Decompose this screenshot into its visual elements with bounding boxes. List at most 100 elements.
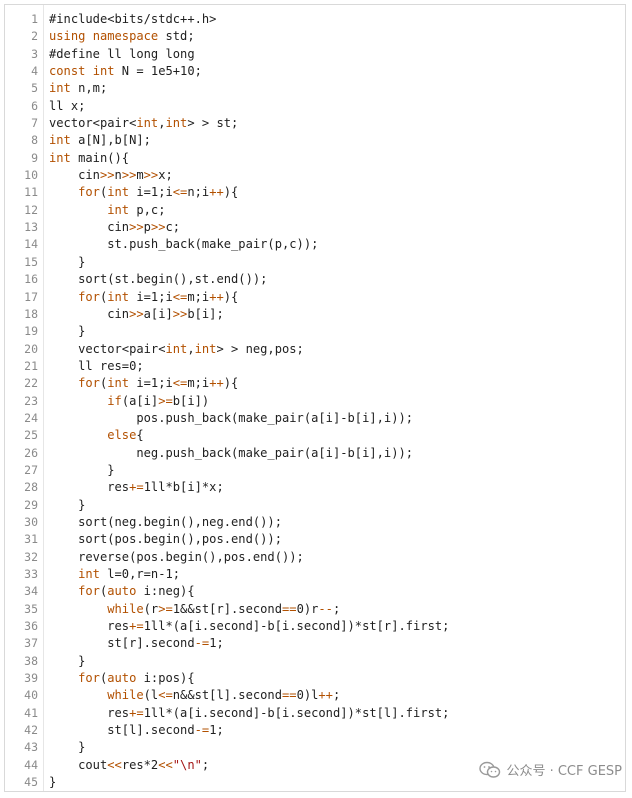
code-line: 29 } (5, 497, 625, 514)
line-number: 35 (24, 601, 38, 616)
line-number: 45 (24, 775, 38, 790)
code-line: 42 st[l].second-=1; (5, 722, 625, 739)
line-number: 21 (24, 358, 38, 373)
code-line: 9 int main(){ (5, 150, 625, 167)
line-number: 18 (24, 306, 38, 321)
code-line: 13 cin>>p>>c; (5, 219, 625, 236)
line-number: 17 (24, 289, 38, 304)
code-text: } (49, 497, 86, 512)
line-number: 25 (24, 428, 38, 443)
line-number: 43 (24, 740, 38, 755)
code-line: 35 while(r>=1&&st[r].second==0)r--; (5, 601, 625, 618)
code-line: 39 for(auto i:pos){ (5, 670, 625, 687)
line-number: 39 (24, 671, 38, 686)
code-text: res+=1ll*(a[i.second]-b[i.second])*st[l]… (49, 705, 450, 720)
line-number: 30 (24, 514, 38, 529)
code-line: 37 st[r].second-=1; (5, 635, 625, 652)
line-number: 22 (24, 376, 38, 391)
code-text: pos.push_back(make_pair(a[i]-b[i],i)); (49, 410, 414, 425)
code-line: 19 } (5, 323, 625, 340)
line-number: 32 (24, 549, 38, 564)
code-line: 14 st.push_back(make_pair(p,c)); (5, 236, 625, 253)
code-line: 4 const int N = 1e5+10; (5, 63, 625, 80)
line-number: 34 (24, 584, 38, 599)
code-line: 10 cin>>n>>m>>x; (5, 167, 625, 184)
code-line: 22 for(int i=1;i<=m;i++){ (5, 375, 625, 392)
code-text: for(int i=1;i<=m;i++){ (78, 376, 239, 391)
code-text: reverse(pos.begin(),pos.end()); (49, 549, 304, 564)
code-line: 23 if(a[i]>=b[i]) (5, 393, 625, 410)
code-text: if(a[i]>=b[i]) (107, 393, 210, 408)
code-text: using namespace std; (49, 29, 195, 44)
code-line: 36 res+=1ll*(a[i.second]-b[i.second])*st… (5, 618, 625, 635)
line-number: 44 (24, 757, 38, 772)
line-number: 23 (24, 393, 38, 408)
code-text: } (49, 775, 57, 790)
code-text: ll x; (49, 98, 86, 113)
line-number: 24 (24, 410, 38, 425)
line-number: 29 (24, 497, 38, 512)
line-number: 8 (31, 133, 38, 148)
watermark-text: 公众号 · CCF GESP (506, 764, 622, 779)
wechat-icon (479, 761, 501, 779)
line-number: 16 (24, 272, 38, 287)
code-text: cout<<res*2<<"\n"; (49, 757, 210, 772)
line-number: 11 (24, 185, 38, 200)
line-number: 27 (24, 462, 38, 477)
line-number: 28 (24, 480, 38, 495)
code-line: 28 res+=1ll*b[i]*x; (5, 479, 625, 496)
code-line: 8 int a[N],b[N]; (5, 132, 625, 149)
watermark: 公众号 · CCF GESP (479, 760, 622, 779)
code-text: for(int i=1;i<=m;i++){ (78, 289, 239, 304)
code-text: vector<pair<int,int> > st; (49, 116, 239, 131)
line-number: 40 (24, 688, 38, 703)
code-line: 20 vector<pair<int,int> > neg,pos; (5, 341, 625, 358)
code-line: 27 } (5, 462, 625, 479)
code-line: 43 } (5, 739, 625, 756)
line-number: 31 (24, 532, 38, 547)
line-number: 19 (24, 324, 38, 339)
line-number: 14 (24, 237, 38, 252)
code-line: 24 pos.push_back(make_pair(a[i]-b[i],i))… (5, 410, 625, 427)
code-line: 41 res+=1ll*(a[i.second]-b[i.second])*st… (5, 705, 625, 722)
code-text: res+=1ll*b[i]*x; (49, 480, 224, 495)
code-text: st.push_back(make_pair(p,c)); (49, 237, 319, 252)
code-text: const int N = 1e5+10; (49, 64, 202, 79)
code-text: else{ (107, 428, 144, 443)
line-number: 13 (24, 220, 38, 235)
line-number: 37 (24, 636, 38, 651)
line-number: 26 (24, 445, 38, 460)
line-number: 5 (31, 81, 38, 96)
code-text: } (49, 254, 86, 269)
code-line: 34 for(auto i:neg){ (5, 583, 625, 600)
line-number: 10 (24, 168, 38, 183)
line-number: 33 (24, 567, 38, 581)
code-text: int a[N],b[N]; (49, 133, 151, 148)
line-number: 38 (24, 653, 38, 668)
code-line: 12 int p,c; (5, 202, 625, 219)
code-text: for(auto i:neg){ (78, 584, 195, 599)
code-text: int l=0,r=n-1; (78, 567, 181, 581)
code-text: for(auto i:pos){ (78, 671, 195, 686)
line-number: 4 (31, 64, 38, 79)
code-text: sort(neg.begin(),neg.end()); (49, 514, 282, 529)
code-text: } (49, 324, 86, 339)
code-line: 31 sort(pos.begin(),pos.end()); (5, 531, 625, 548)
code-text: st[l].second-=1; (49, 723, 224, 738)
line-number: 9 (31, 150, 38, 165)
line-number: 42 (24, 723, 38, 738)
code-text: st[r].second-=1; (49, 636, 224, 651)
code-line: 38 } (5, 653, 625, 670)
code-text: int main(){ (49, 150, 130, 165)
code-line: 40 while(l<=n&&st[l].second==0)l++; (5, 687, 625, 704)
code-text: cin>>a[i]>>b[i]; (49, 306, 224, 321)
line-number: 7 (31, 116, 38, 131)
code-text: #define ll long long (49, 46, 195, 61)
code-line: 16 sort(st.begin(),st.end()); (5, 271, 625, 288)
code-line: 32 reverse(pos.begin(),pos.end()); (5, 549, 625, 566)
code-line: 7 vector<pair<int,int> > st; (5, 115, 625, 132)
